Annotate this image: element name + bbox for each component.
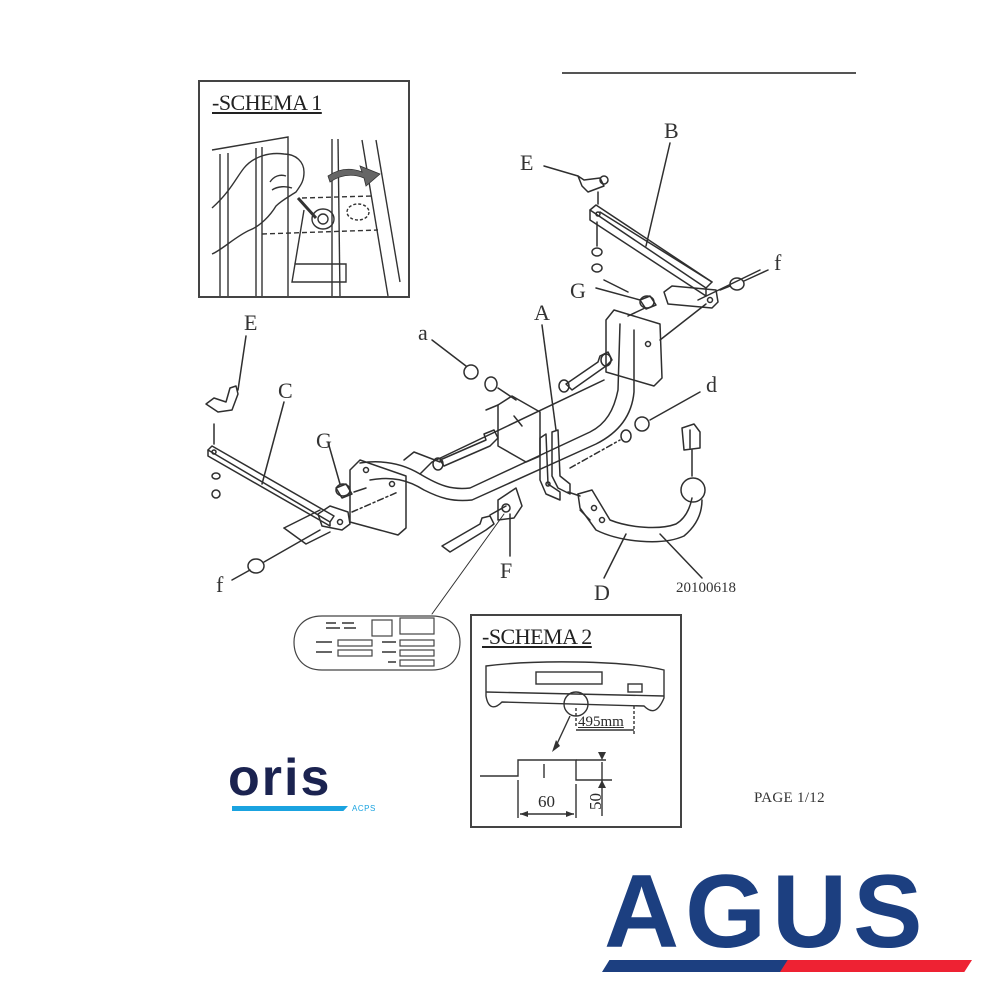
schema-2-panel: -SCHEMA 2	[470, 614, 682, 828]
schema-2-title: -SCHEMA 2	[482, 624, 592, 649]
schema-1-illustration	[211, 136, 401, 296]
part-b-bracket	[589, 204, 713, 297]
label-part-a-main: A	[534, 300, 550, 325]
label-part-d-main: D	[594, 580, 610, 605]
label-part-e-left: E	[244, 310, 258, 335]
page-indicator: PAGE 1/12	[754, 790, 825, 806]
schema-1-title: -SCHEMA 1	[212, 90, 322, 115]
label-part-f-left: f	[216, 572, 224, 597]
schema-2-illustration	[480, 661, 665, 818]
oris-stripe	[232, 806, 348, 811]
type-plate-label	[293, 615, 461, 671]
label-part-c: C	[278, 378, 293, 403]
label-part-d-lower: d	[706, 372, 717, 397]
agus-wordmark: AGUS	[604, 854, 929, 970]
agus-logo: AGUS	[600, 860, 980, 978]
notch-width-dimension: 60	[538, 792, 555, 811]
agus-stripe-blue	[602, 960, 788, 972]
bumper-distance-label: 495mm	[578, 714, 624, 730]
header-rule	[562, 72, 856, 74]
label-part-f-top: f	[774, 250, 782, 275]
agus-stripe-red	[780, 960, 972, 972]
label-part-f-main: F	[500, 558, 513, 583]
oris-wordmark: oris	[228, 749, 332, 807]
oris-subtitle: ACPS	[352, 804, 376, 813]
label-part-g-top: G	[570, 278, 586, 303]
label-part-g-left: G	[316, 428, 332, 453]
label-part-a-lower: a	[418, 320, 428, 345]
oris-logo: oris ACPS	[226, 752, 386, 818]
part-e-clip-top	[577, 175, 609, 205]
label-part-b: B	[664, 118, 679, 143]
notch-height-dimension: 50	[586, 793, 605, 810]
label-part-e-top: E	[520, 150, 534, 175]
schema-1-panel: -SCHEMA 1	[198, 80, 410, 298]
drawing-code: 20100618	[676, 580, 736, 596]
